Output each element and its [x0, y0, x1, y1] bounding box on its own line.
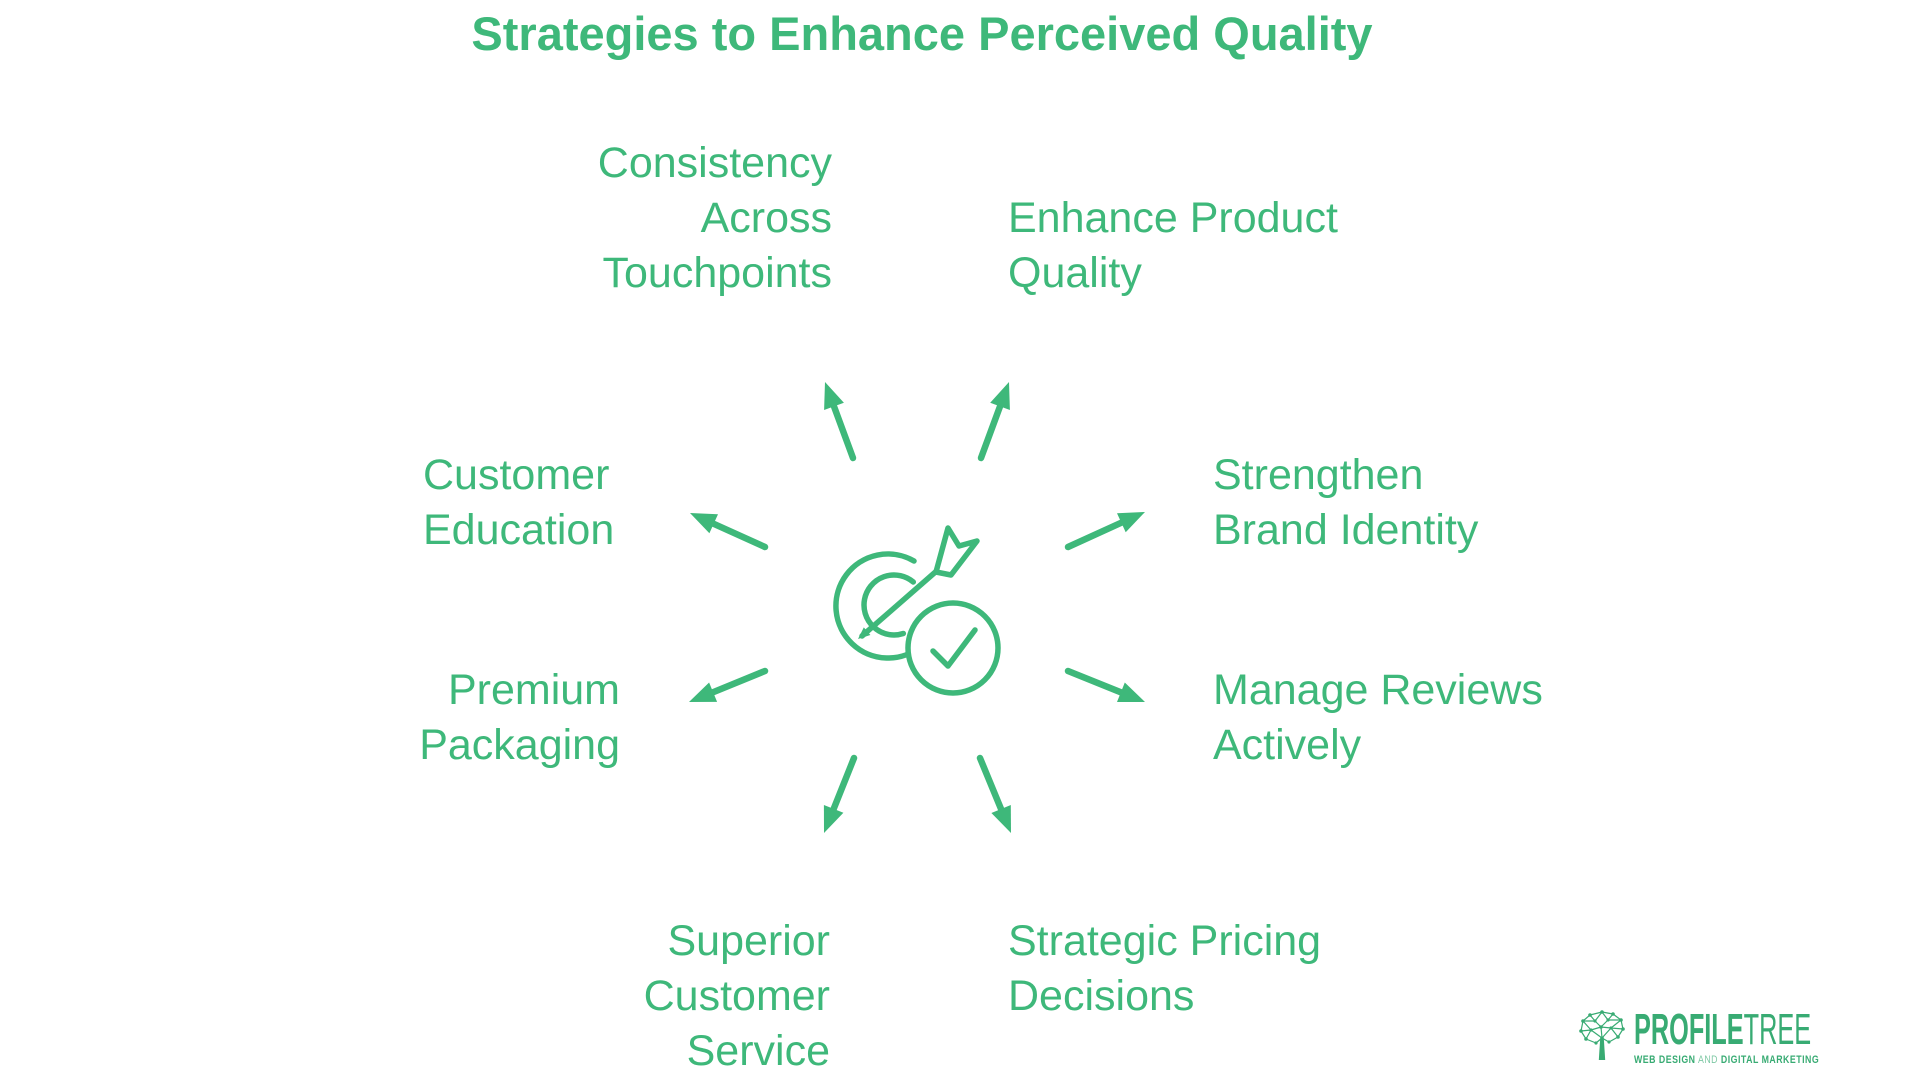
target-inner-ring [861, 572, 917, 638]
dart-point [858, 627, 871, 639]
profiletree-tree-icon [1579, 1010, 1625, 1060]
profiletree-logo: PROFILETREE WEB DESIGN AND DIGITAL MARKE… [1578, 1008, 1920, 1068]
checkmark-icon [930, 627, 978, 669]
arrow-bottom-left [823, 754, 858, 833]
strategy-label-superior-customer-service: Superior Customer Service [643, 917, 830, 1075]
strategy-label-customer-education: Customer Education [423, 451, 615, 554]
strategy-label-premium-packaging: Premium Packaging [419, 666, 620, 769]
strategy-label-strategic-pricing-decisions: Strategic Pricing Decisions [1008, 917, 1322, 1020]
arrow-right-upper [1064, 512, 1145, 551]
check-circle [905, 600, 1001, 696]
wordmark-tree: TREE [1743, 1005, 1812, 1054]
wordmark-profile: PROFILE [1634, 1005, 1744, 1054]
dart-fletching [933, 525, 980, 578]
arrow-top-left [824, 382, 857, 462]
target-check-icon [833, 525, 1001, 696]
strategy-label-manage-reviews-actively: Manage Reviews Actively [1213, 666, 1543, 769]
arrow-bottom-right [976, 754, 1011, 833]
diagram-title: Strategies to Enhance Perceived Quality [471, 7, 1373, 60]
arrow-right-lower [1064, 667, 1145, 702]
tagline-web-design: WEB DESIGN [1634, 1054, 1696, 1066]
arrow-left-lower [689, 667, 769, 702]
profiletree-wordmark: PROFILETREE [1634, 1008, 1811, 1052]
strategy-label-strengthen-brand-identity: Strengthen Brand Identity [1213, 451, 1479, 554]
arrow-top-right [977, 382, 1010, 462]
tagline-and: AND [1695, 1054, 1721, 1066]
strategy-label-consistency-across-touchpoints: Consistency Across Touchpoints [597, 139, 832, 297]
target-outer-ring [833, 551, 925, 661]
dart-shaft [859, 565, 943, 639]
arrow-left-upper [690, 513, 769, 551]
tagline-digital-marketing: DIGITAL MARKETING [1720, 1054, 1820, 1066]
strategy-label-enhance-product-quality: Enhance Product Quality [1008, 194, 1338, 297]
profiletree-tagline: WEB DESIGN AND DIGITAL MARKETING [1634, 1054, 1819, 1067]
